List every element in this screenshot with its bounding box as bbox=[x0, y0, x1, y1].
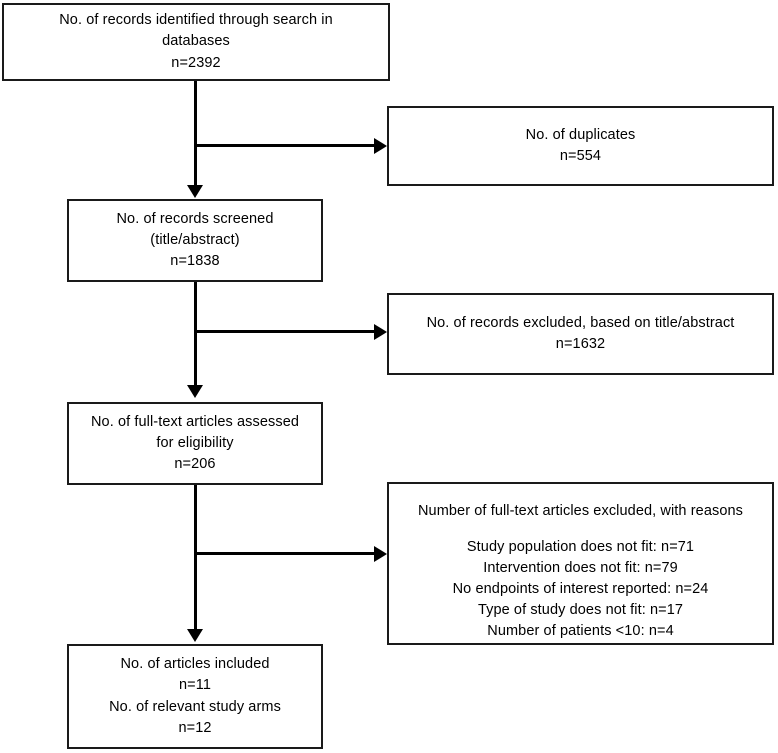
exclusion-reason-intervention: Intervention does not fit: n=79 bbox=[483, 560, 678, 577]
exclusion-reason-no-endpoints: No endpoints of interest reported: n=24 bbox=[452, 581, 709, 598]
node-articles-included: No. of articles included n=11 No. of rel… bbox=[67, 644, 323, 749]
articles-included-count: n=11 bbox=[179, 677, 211, 694]
fulltext-assessed-line-1: No. of full-text articles assessed bbox=[90, 413, 300, 430]
arrowhead-into-fulltext-excluded bbox=[374, 546, 387, 562]
connector-to-fulltext-excluded bbox=[194, 552, 378, 555]
arrowhead-into-records-excluded bbox=[374, 324, 387, 340]
connector-identified-to-screened bbox=[194, 81, 197, 187]
exclusion-reason-type-of-study: Type of study does not fit: n=17 bbox=[477, 602, 684, 619]
connector-fulltext-to-included bbox=[194, 485, 197, 631]
node-fulltext-excluded-reasons: Number of full-text articles excluded, w… bbox=[387, 482, 774, 645]
connector-to-records-excluded bbox=[194, 330, 378, 333]
records-identified-line-1: No. of records identified through search… bbox=[59, 12, 333, 29]
exclusion-reason-study-population: Study population does not fit: n=71 bbox=[466, 539, 695, 556]
arrowhead-into-fulltext bbox=[187, 385, 203, 398]
arrowhead-into-screened bbox=[187, 185, 203, 198]
fulltext-assessed-line-2: for eligibility bbox=[156, 434, 234, 451]
arrowhead-into-included bbox=[187, 629, 203, 642]
articles-included-label: No. of articles included bbox=[120, 656, 270, 673]
connector-screened-to-fulltext bbox=[194, 282, 197, 387]
node-records-screened: No. of records screened (title/abstract)… bbox=[67, 199, 323, 282]
node-duplicates: No. of duplicates n=554 bbox=[387, 106, 774, 186]
exclusion-reason-number-of-patients: Number of patients <10: n=4 bbox=[487, 623, 674, 640]
records-excluded-count: n=1632 bbox=[555, 336, 606, 352]
records-identified-line-2: databases bbox=[162, 33, 230, 50]
fulltext-assessed-count: n=206 bbox=[174, 456, 216, 472]
fulltext-excluded-heading: Number of full-text articles excluded, w… bbox=[417, 503, 744, 519]
study-arms-label: No. of relevant study arms bbox=[109, 698, 281, 715]
node-records-identified: No. of records identified through search… bbox=[2, 3, 390, 81]
study-arms-count: n=12 bbox=[178, 719, 212, 736]
node-fulltext-assessed: No. of full-text articles assessed for e… bbox=[67, 402, 323, 485]
records-excluded-label: No. of records excluded, based on title/… bbox=[426, 314, 735, 331]
duplicates-label: No. of duplicates bbox=[525, 126, 636, 143]
node-records-excluded-screening: No. of records excluded, based on title/… bbox=[387, 293, 774, 375]
records-screened-count: n=1838 bbox=[170, 253, 220, 269]
records-screened-line-2: (title/abstract) bbox=[150, 231, 240, 248]
connector-to-duplicates bbox=[194, 144, 378, 147]
records-identified-count: n=2392 bbox=[171, 54, 221, 71]
arrowhead-into-duplicates bbox=[374, 138, 387, 154]
records-screened-line-1: No. of records screened bbox=[116, 210, 274, 227]
duplicates-count: n=554 bbox=[559, 148, 602, 164]
